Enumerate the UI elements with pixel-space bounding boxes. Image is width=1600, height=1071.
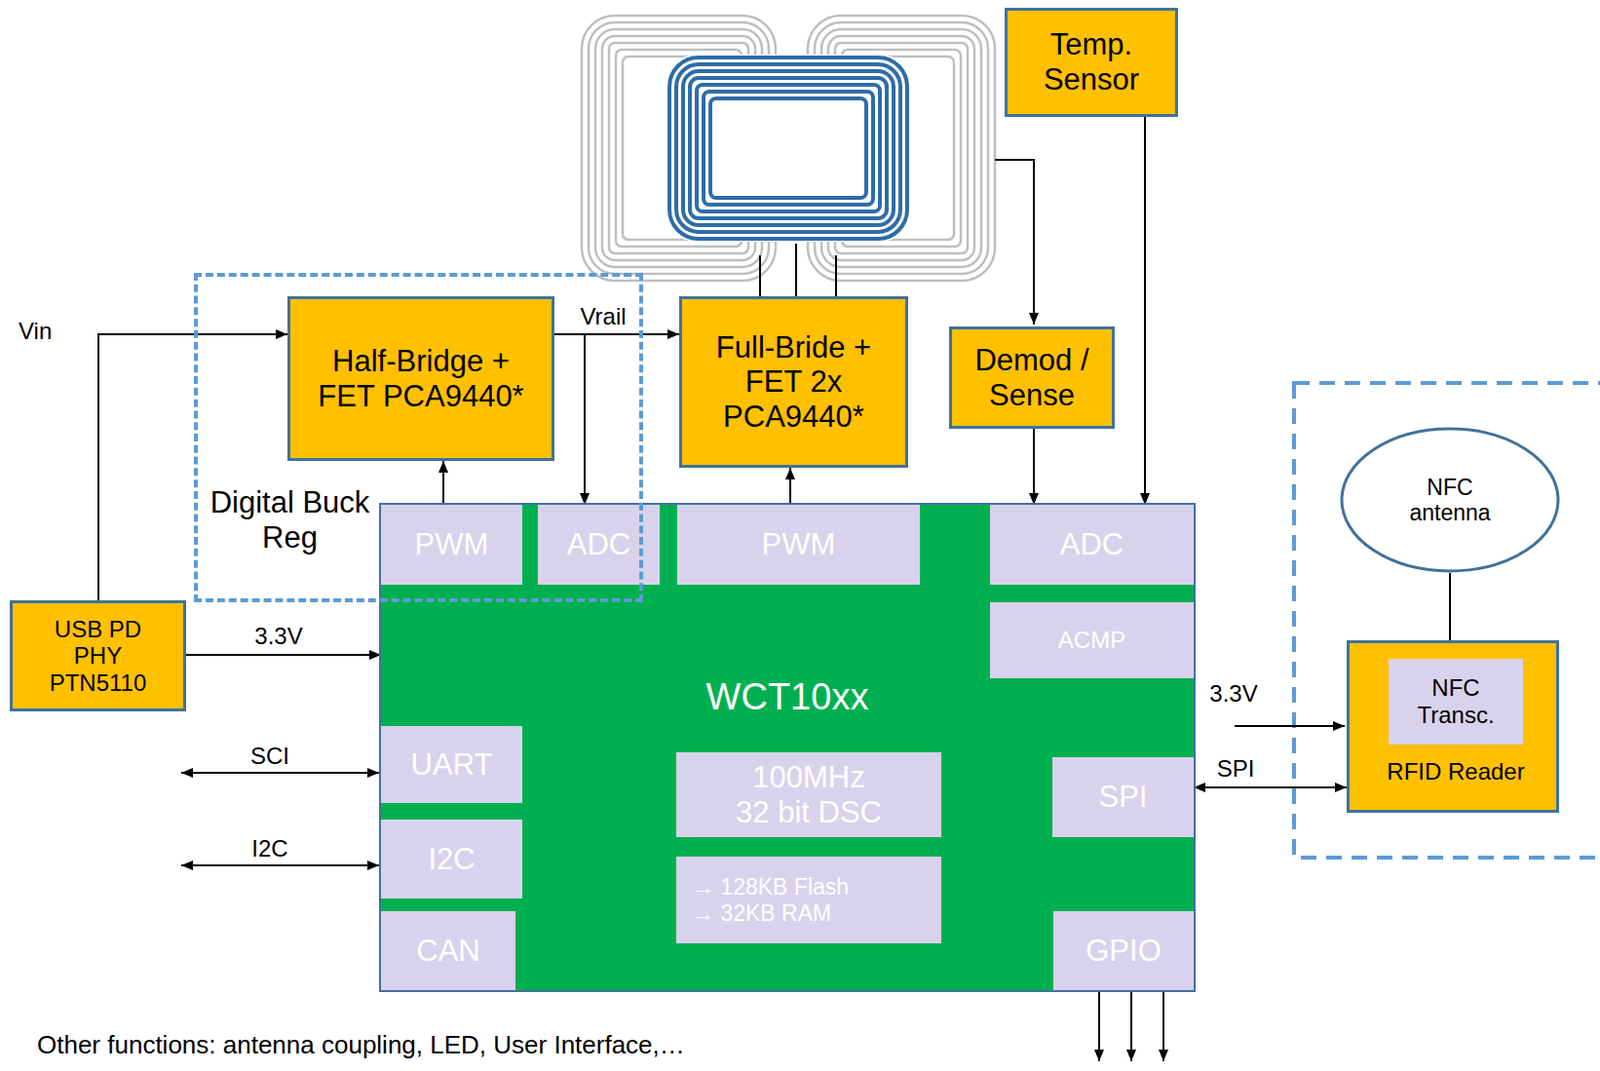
peripheral-box: ADC: [537, 504, 660, 585]
phy-box: USB PD PHY PTN5110: [9, 600, 187, 712]
node-text: ACMP: [1058, 626, 1126, 654]
peripheral-box: I2C: [380, 819, 523, 899]
reader-box: RFID Reader NFC Transc.: [1346, 640, 1560, 813]
peripheral-box: PWM: [677, 504, 920, 585]
node-text: NFC antenna: [1401, 474, 1499, 527]
coil-group: [581, 15, 995, 281]
node-text: NFC Transc.: [1402, 674, 1510, 728]
peripheral-box: ADC: [990, 504, 1194, 585]
gpio-arrow: [1098, 991, 1101, 1062]
bus-label: SCI: [247, 742, 293, 770]
coil-lead: [759, 255, 762, 297]
node-text: → 128KB Flash → 32KB RAM: [691, 874, 926, 926]
sensor-box: Temp. Sensor: [1004, 7, 1179, 117]
buck-region: Digital Buck Reg Half-Bridge + FET PCA944…: [193, 272, 644, 603]
signal-label: 3.3V: [251, 622, 305, 650]
driver-box: Half-Bridge + FET PCA9440*: [287, 296, 555, 461]
node-text: ADC: [1060, 527, 1124, 563]
node-text: PWM: [761, 527, 837, 563]
node-text: I2C: [427, 841, 475, 877]
demod-box: Demod / Sense: [949, 326, 1115, 429]
supply-arrow: [1234, 724, 1345, 727]
coil-winding: [696, 84, 880, 212]
antenna-ellipse: NFC antenna: [1339, 426, 1561, 573]
node-text: PWM: [415, 527, 490, 563]
coil-winding: [683, 71, 894, 226]
node-text: Temp. Sensor: [1018, 27, 1165, 97]
connector: [1448, 572, 1451, 641]
coil-winding: [710, 98, 867, 198]
signal-label: SPI: [1214, 755, 1258, 783]
coil-winding: [689, 77, 887, 219]
bus-arrow: [181, 864, 380, 867]
node-text: ADC: [567, 527, 631, 563]
connector: [554, 334, 585, 505]
node-text: UART: [411, 747, 494, 783]
connector: [98, 334, 288, 601]
controller-chip: WCT10xx PWM ADC PWM ADC ACMP UART 100MHz 32 bit…: [380, 504, 1194, 991]
bus-label: I2C: [248, 835, 291, 863]
node-text: GPIO: [1085, 933, 1162, 969]
peripheral-box: UART: [380, 725, 523, 803]
connector: [1143, 116, 1146, 505]
note-text: Other functions: antenna coupling, LED, …: [34, 1030, 688, 1061]
nfc-region: [1294, 382, 1600, 858]
node-text: 100MHz 32 bit DSC: [733, 760, 884, 830]
transceiver-box: NFC Transc.: [1388, 658, 1524, 745]
core-box: 100MHz 32 bit DSC: [676, 752, 942, 838]
node-text: Digital Buck Reg: [209, 485, 371, 555]
node-text: Demod / Sense: [958, 342, 1105, 413]
node-text: USB PD PHY PTN5110: [49, 615, 148, 697]
signal-label: Vrail: [576, 303, 629, 331]
peripheral-box: CAN: [380, 911, 516, 991]
peripheral-box: ACMP: [990, 602, 1194, 679]
coil-ground: [666, 54, 911, 242]
node-text: WCT10xx: [641, 676, 934, 720]
connector: [186, 653, 381, 656]
connector: [789, 467, 792, 505]
peripheral-box: GPIO: [1053, 911, 1194, 991]
node-text: Half-Bridge + FET PCA9440*: [306, 343, 535, 414]
gpio-arrow: [1162, 991, 1165, 1062]
signal-label: Vin: [15, 317, 55, 345]
connector: [442, 460, 445, 505]
node-text: RFID Reader: [1349, 758, 1562, 786]
sense-wire: [994, 159, 1034, 325]
peripheral-box: PWM: [380, 504, 523, 585]
peripheral-box: SPI: [1052, 757, 1194, 838]
node-text: Full-Bride + FET 2x PCA9440*: [688, 330, 899, 435]
node-text: SPI: [1099, 779, 1148, 815]
antenna-outline: [1341, 428, 1559, 572]
coil-lead: [795, 243, 798, 297]
coil-winding: [676, 64, 901, 232]
supply-label: 3.3V: [1206, 680, 1260, 708]
bus-arrow: [181, 771, 380, 774]
coil-lead: [835, 255, 838, 297]
gpio-arrow: [1130, 991, 1133, 1062]
memory-box: → 128KB Flash → 32KB RAM: [676, 856, 942, 944]
connector: [1032, 428, 1035, 505]
coil-winding: [669, 57, 908, 239]
node-text: CAN: [416, 933, 480, 969]
driver-box: Full-Bride + FET 2x PCA9440*: [679, 296, 909, 468]
coil-winding: [703, 91, 874, 205]
connector: [1193, 786, 1347, 789]
